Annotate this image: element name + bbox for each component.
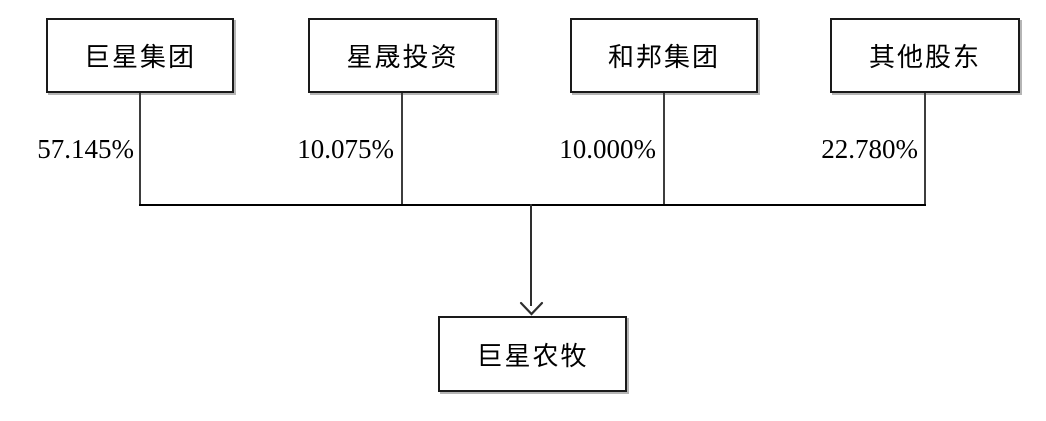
connector-bus-line [139,204,926,206]
shareholder-box-hebang-group: 和邦集团 [570,18,758,93]
arrow-stem-line [530,204,532,306]
shareholder-name-juxing-group: 巨星集团 [83,43,196,72]
connector-line-hebang-group [663,93,665,204]
shareholder-name-other-shareholders: 其他股东 [868,43,981,72]
connector-line-juxing-group [139,93,141,204]
shareholder-name-xingsheng-investment: 星晟投资 [346,43,459,72]
connector-line-other-shareholders [924,93,926,204]
ownership-percentage-juxing-group: 57.145% [37,134,134,164]
ownership-percentage-hebang-group: 10.000% [559,134,656,164]
shareholder-name-hebang-group: 和邦集团 [607,43,720,72]
shareholder-box-juxing-group: 巨星集团 [46,18,234,93]
company-box-juxing-agriculture: 巨星农牧 [438,316,627,392]
company-name-juxing-agriculture: 巨星农牧 [476,341,589,371]
shareholder-box-other-shareholders: 其他股东 [830,18,1020,93]
ownership-percentage-other-shareholders: 22.780% [821,134,918,164]
connector-line-xingsheng-investment [401,93,403,204]
arrowhead-down-icon [519,301,544,316]
ownership-percentage-xingsheng-investment: 10.075% [297,134,394,164]
shareholder-box-xingsheng-investment: 星晟投资 [308,18,497,93]
